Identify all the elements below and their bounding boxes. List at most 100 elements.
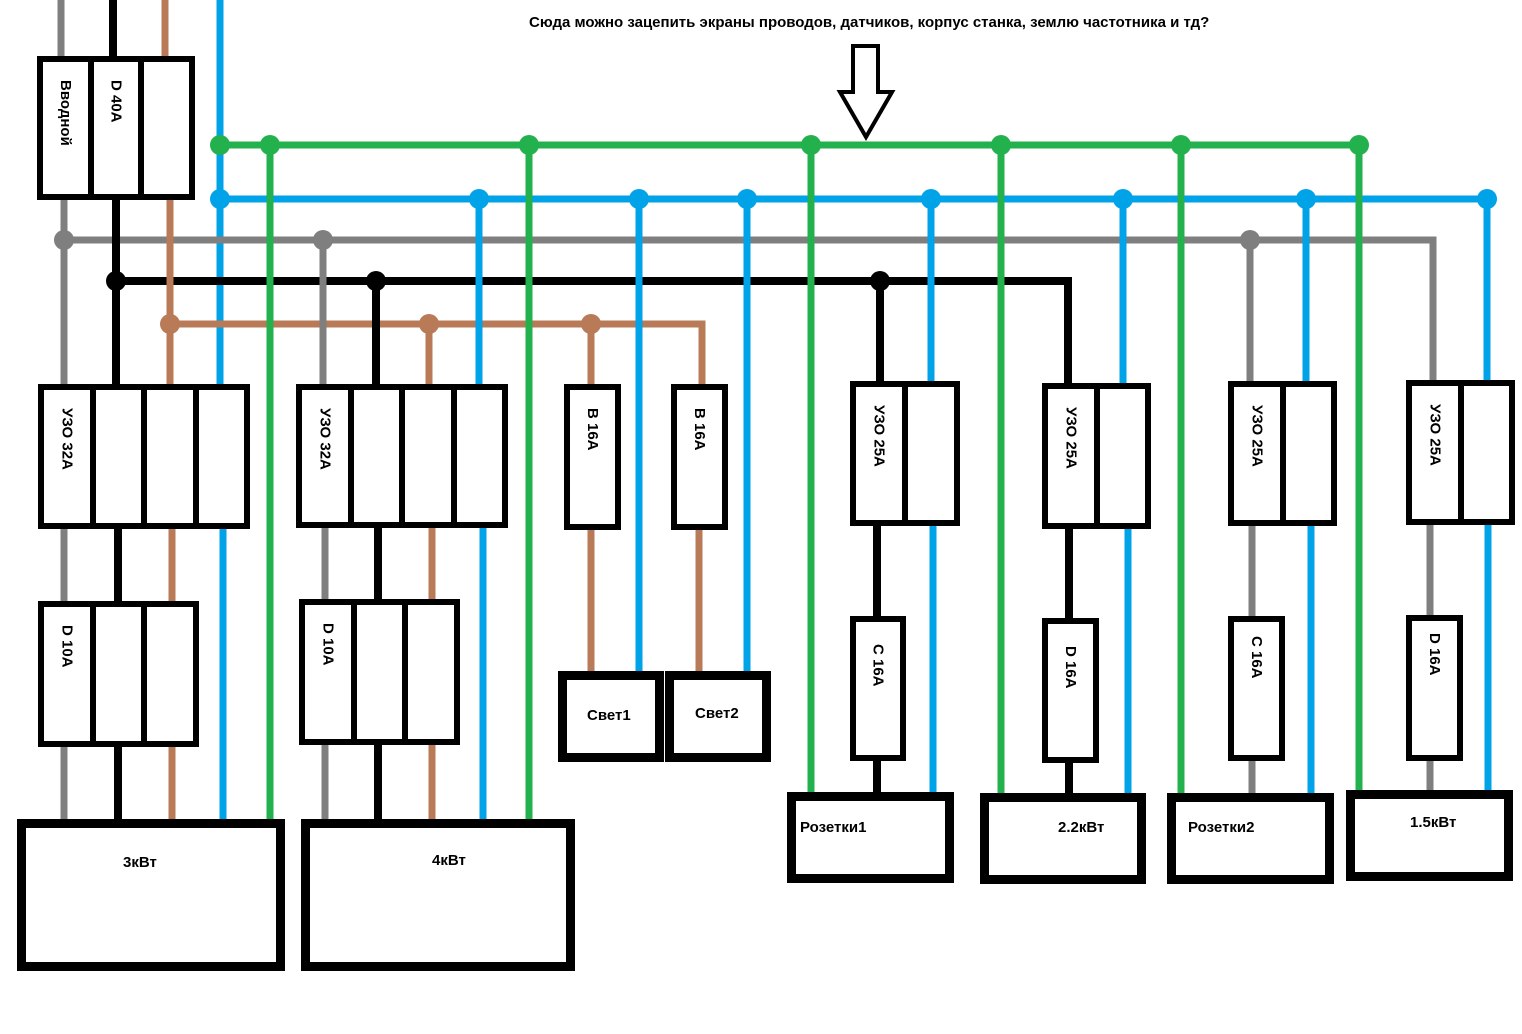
- wires-layer: [57, 0, 1492, 821]
- main-breaker-label: Вводной: [56, 80, 74, 146]
- mcb-label: D 10A: [319, 623, 337, 666]
- neutral-junction-dot: [737, 189, 757, 209]
- mcb-pole: [357, 605, 409, 739]
- main-breaker-rating: D 40A: [107, 80, 125, 123]
- load-label: 1.5кВт: [1410, 814, 1457, 831]
- load-2-2kw: 2.2кВт: [980, 793, 1146, 884]
- rcd-pole: [457, 390, 503, 522]
- rcd-pole: [1100, 389, 1146, 523]
- l2-junction-dot: [366, 271, 386, 291]
- mcb-pole: D 16A: [1412, 621, 1457, 755]
- l3-junction-dot: [581, 314, 601, 334]
- mcb-pole: D 10A: [305, 605, 357, 739]
- mcb-d10a-1: D 10A: [38, 601, 199, 747]
- mcb-label: B 16A: [691, 408, 708, 451]
- mcb-label: C 16A: [869, 644, 887, 687]
- rcd-32a-1: УЗО 32А: [38, 384, 250, 529]
- pe-junction-dot: [991, 135, 1011, 155]
- load-label: Розетки2: [1188, 819, 1255, 836]
- pe-junction-dot: [1349, 135, 1369, 155]
- rcd-25a-3: УЗО 25А: [1228, 381, 1337, 526]
- rcd-pole: [199, 390, 245, 523]
- mcb-pole: [147, 607, 193, 741]
- mcb-pole: D 10A: [44, 607, 96, 741]
- load-label: Свет1: [587, 707, 631, 724]
- mcb-pole: [408, 605, 454, 739]
- load-label: 3кВт: [123, 854, 157, 871]
- l3-bus: [170, 320, 706, 386]
- load-sockets2: Розетки2: [1167, 793, 1334, 884]
- rcd-label: УЗО 25А: [1248, 405, 1266, 467]
- l3-junction-dot: [419, 314, 439, 334]
- mcb-label: B 16A: [584, 408, 601, 451]
- mcb-pole: B 16A: [570, 390, 615, 524]
- neutral-junction-dot: [469, 189, 489, 209]
- pe-junction-dot: [801, 135, 821, 155]
- l1-junction-dot: [54, 230, 74, 250]
- main-breaker: Вводной D 40A: [37, 56, 195, 200]
- load-4kw: 4кВт: [301, 819, 575, 971]
- load-label: Розетки1: [800, 819, 867, 836]
- rcd-pole: УЗО 25А: [1048, 389, 1100, 523]
- rcd-pole: [908, 387, 954, 520]
- load-3kw: 3кВт: [17, 819, 285, 971]
- rcd-pole: [96, 390, 147, 523]
- neutral-junction-dot: [629, 189, 649, 209]
- mcb-b16a-light1: B 16A: [564, 384, 621, 530]
- l2-junction-dot: [870, 271, 890, 291]
- load-1-5kw: 1.5кВт: [1346, 790, 1513, 881]
- rcd-pole: УЗО 25А: [856, 387, 908, 520]
- l1-bus: [64, 236, 1437, 385]
- mcb-label: C 16A: [1248, 636, 1265, 679]
- main-breaker-pole-1: Вводной: [43, 62, 94, 194]
- load-light2: Свет2: [665, 671, 771, 762]
- junction-dots-layer: [54, 135, 1497, 334]
- mcb-pole: D 16A: [1048, 624, 1093, 757]
- pe-junction-dot: [260, 135, 280, 155]
- mcb-c16a-1: C 16A: [850, 616, 906, 761]
- load-sockets1: Розетки1: [787, 792, 954, 883]
- mcb-pole: C 16A: [1234, 622, 1279, 755]
- mcb-c16a-2: C 16A: [1228, 616, 1285, 761]
- rcd-pole: УЗО 25А: [1412, 386, 1464, 519]
- rcd-pole: [405, 390, 457, 522]
- pe-junction-dot: [1171, 135, 1191, 155]
- rcd-label: УЗО 25А: [870, 405, 888, 467]
- neutral-junction-dot: [1296, 189, 1316, 209]
- annotation-question: Сюда можно зацепить экраны проводов, дат…: [529, 14, 1210, 31]
- rcd-label: УЗО 32А: [316, 408, 334, 470]
- rcd-pole: [354, 390, 405, 522]
- l2-junction-dot: [106, 271, 126, 291]
- rcd-label: УЗО 25А: [1426, 404, 1444, 466]
- rcd-pole: [1464, 386, 1510, 519]
- neutral-junction-dot: [921, 189, 941, 209]
- l3-junction-dot: [160, 314, 180, 334]
- rcd-pole: УЗО 32А: [302, 390, 354, 522]
- load-label: Свет2: [695, 705, 739, 722]
- mcb-d16a-1: D 16A: [1042, 618, 1099, 763]
- down-arrow-icon: [836, 44, 896, 141]
- l1-junction-dot: [1240, 230, 1260, 250]
- load-light1: Свет1: [558, 671, 664, 762]
- rcd-label: УЗО 25А: [1062, 407, 1080, 469]
- mcb-b16a-light2: B 16A: [671, 384, 728, 530]
- mcb-pole: C 16A: [856, 622, 900, 755]
- main-breaker-pole-2: D 40A: [94, 62, 145, 194]
- rcd-label: УЗО 32А: [58, 408, 76, 470]
- rcd-25a-4: УЗО 25А: [1406, 380, 1515, 525]
- mcb-label: D 16A: [1062, 646, 1079, 689]
- l1-junction-dot: [313, 230, 333, 250]
- mcb-pole: [96, 607, 148, 741]
- rcd-pole: УЗО 32А: [44, 390, 96, 523]
- mcb-label: D 16A: [1426, 633, 1443, 676]
- rcd-32a-2: УЗО 32А: [296, 384, 508, 528]
- main-breaker-pole-3: [144, 62, 189, 194]
- mcb-pole: B 16A: [677, 390, 722, 524]
- rcd-pole: [1286, 387, 1332, 520]
- rcd-25a-2: УЗО 25А: [1042, 383, 1151, 529]
- pe-junction-dot: [210, 135, 230, 155]
- mcb-d10a-2: D 10A: [299, 599, 460, 745]
- rcd-pole: УЗО 25А: [1234, 387, 1286, 520]
- load-label: 4кВт: [432, 852, 466, 869]
